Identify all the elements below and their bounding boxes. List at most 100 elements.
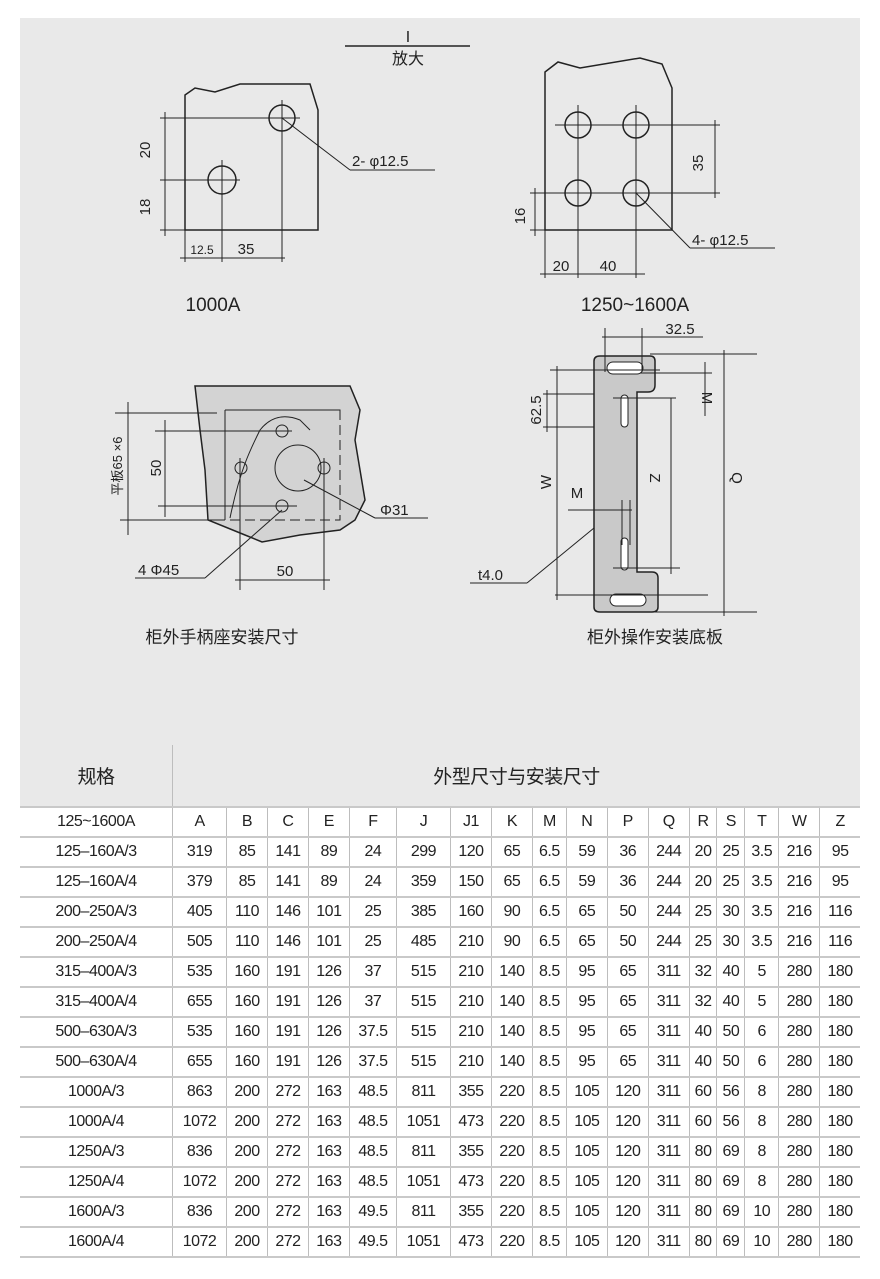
value-cell: 65 — [607, 1047, 649, 1078]
value-cell: 40 — [716, 957, 746, 988]
spec-cell: 315–400A/4 — [20, 987, 173, 1018]
value-cell: 110 — [226, 897, 268, 928]
column-header: Q — [648, 807, 690, 838]
value-cell: 220 — [491, 1167, 533, 1198]
value-cell: 69 — [716, 1137, 746, 1168]
value-cell: 280 — [778, 1017, 821, 1048]
detail-scale-label: 放大 — [392, 50, 424, 68]
column-header: N — [566, 807, 608, 838]
value-cell: 216 — [778, 927, 821, 958]
value-cell: 280 — [778, 987, 821, 1018]
value-cell: 6.5 — [532, 927, 567, 958]
value-cell: 160 — [226, 957, 268, 988]
column-header: K — [491, 807, 533, 838]
value-cell: 48.5 — [349, 1107, 397, 1138]
dim-32-5: 32.5 — [665, 321, 694, 338]
value-cell: 110 — [226, 927, 268, 958]
value-cell: 244 — [648, 867, 690, 898]
value-cell: 141 — [267, 867, 309, 898]
value-cell: 146 — [267, 927, 309, 958]
value-cell: 180 — [819, 1197, 860, 1228]
value-cell: 272 — [267, 1077, 309, 1108]
value-cell: 95 — [819, 837, 860, 868]
caption-handle-seat: 柜外手柄座安装尺寸 — [146, 628, 299, 647]
range-label: 125~1600A — [20, 807, 173, 838]
value-cell: 405 — [172, 897, 228, 928]
spec-cell: 200–250A/3 — [20, 897, 173, 928]
column-header: J1 — [450, 807, 492, 838]
column-header: S — [716, 807, 746, 838]
value-cell: 50 — [716, 1017, 746, 1048]
dim-20: 20 — [137, 142, 154, 159]
value-cell: 220 — [491, 1107, 533, 1138]
value-cell: 60 — [689, 1077, 718, 1108]
value-cell: 95 — [566, 1047, 608, 1078]
value-cell: 50 — [607, 897, 649, 928]
value-cell: 836 — [172, 1197, 228, 1228]
value-cell: 191 — [267, 1047, 309, 1078]
value-cell: 272 — [267, 1197, 309, 1228]
value-cell: 473 — [450, 1107, 492, 1138]
value-cell: 863 — [172, 1077, 228, 1108]
value-cell: 355 — [450, 1197, 492, 1228]
value-cell: 836 — [172, 1137, 228, 1168]
value-cell: 89 — [308, 867, 350, 898]
value-cell: 101 — [308, 897, 350, 928]
value-cell: 200 — [226, 1107, 268, 1138]
value-cell: 6.5 — [532, 867, 567, 898]
value-cell: 473 — [450, 1167, 492, 1198]
value-cell: 8.5 — [532, 1167, 567, 1198]
value-cell: 180 — [819, 987, 860, 1018]
value-cell: 220 — [491, 1137, 533, 1168]
value-cell: 80 — [689, 1197, 718, 1228]
center-hole-label: Φ31 — [380, 502, 409, 519]
column-header: E — [308, 807, 350, 838]
value-cell: 65 — [491, 867, 533, 898]
value-cell: 3.5 — [744, 927, 780, 958]
value-cell: 210 — [450, 1047, 492, 1078]
value-cell: 535 — [172, 957, 228, 988]
value-cell: 280 — [778, 1077, 821, 1108]
value-cell: 59 — [566, 837, 608, 868]
value-cell: 65 — [607, 987, 649, 1018]
value-cell: 505 — [172, 927, 228, 958]
value-cell: 85 — [226, 867, 268, 898]
value-cell: 210 — [450, 957, 492, 988]
value-cell: 272 — [267, 1167, 309, 1198]
value-cell: 65 — [607, 1017, 649, 1048]
value-cell: 85 — [226, 837, 268, 868]
value-cell: 5 — [744, 987, 780, 1018]
spec-header: 规格 — [20, 745, 173, 808]
spec-cell: 200–250A/4 — [20, 927, 173, 958]
value-cell: 6 — [744, 1047, 780, 1078]
value-cell: 515 — [396, 1047, 452, 1078]
value-cell: 200 — [226, 1167, 268, 1198]
value-cell: 25 — [349, 927, 397, 958]
value-cell: 379 — [172, 867, 228, 898]
value-cell: 8.5 — [532, 1077, 567, 1108]
value-cell: 385 — [396, 897, 452, 928]
value-cell: 80 — [689, 1137, 718, 1168]
value-cell: 56 — [716, 1107, 746, 1138]
value-cell: 216 — [778, 897, 821, 928]
value-cell: 272 — [267, 1137, 309, 1168]
table-header-row: 规格 外型尺寸与安装尺寸 — [20, 745, 860, 808]
detail-mark-label: I — [406, 29, 410, 46]
value-cell: 191 — [267, 957, 309, 988]
dim-50-horizontal: 50 — [277, 563, 294, 580]
spec-cell: 125–160A/3 — [20, 837, 173, 868]
value-cell: 24 — [349, 837, 397, 868]
value-cell: 65 — [607, 957, 649, 988]
value-cell: 140 — [491, 987, 533, 1018]
value-cell: 1072 — [172, 1227, 228, 1258]
value-cell: 120 — [607, 1167, 649, 1198]
spec-cell: 1000A/3 — [20, 1077, 173, 1108]
dim-q: Q — [728, 472, 745, 484]
value-cell: 48.5 — [349, 1137, 397, 1168]
value-cell: 355 — [450, 1077, 492, 1108]
value-cell: 25 — [716, 867, 746, 898]
